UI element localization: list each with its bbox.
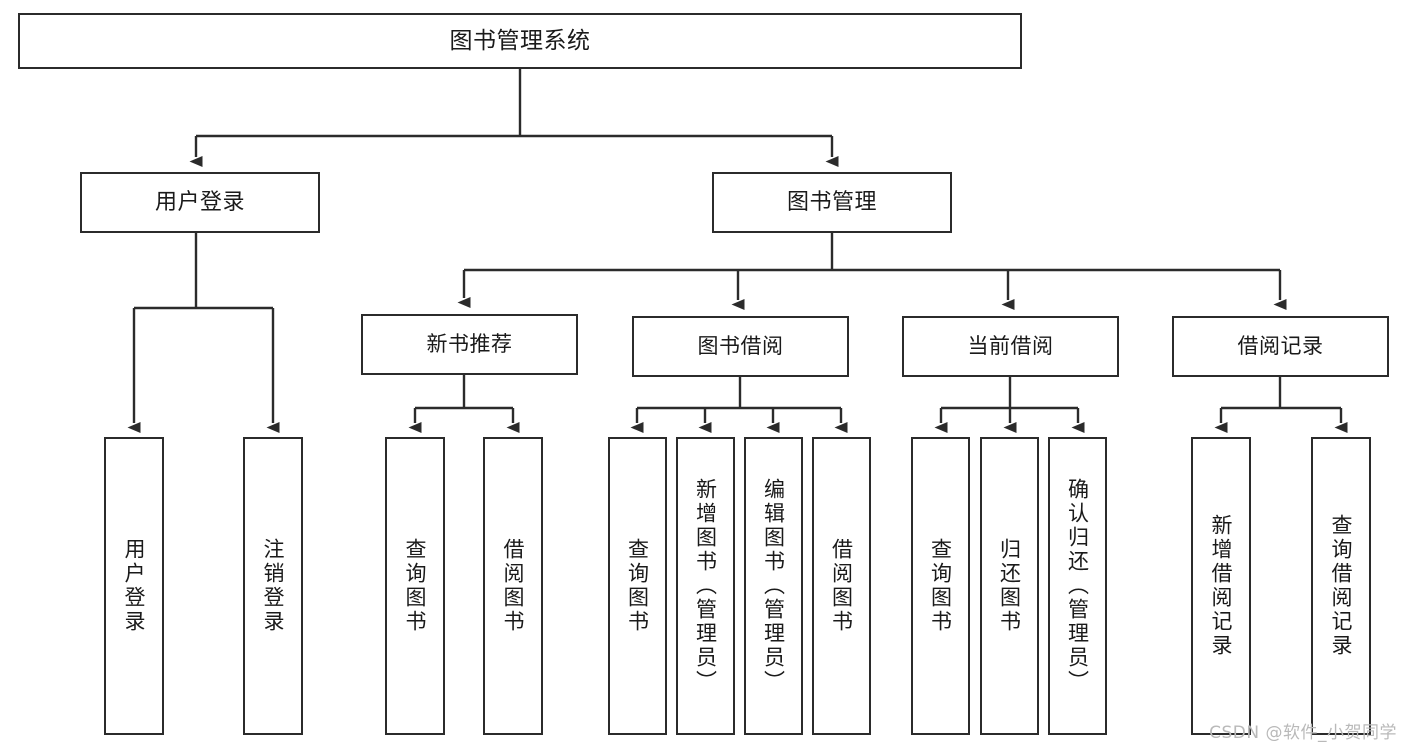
leaf-label: 查询图书: [625, 538, 650, 634]
leaf-current-query-book[interactable]: 查询图书: [911, 437, 970, 735]
leaf-label: 确认归还（管理员）: [1065, 478, 1090, 694]
node-new-book-recommend-label: 新书推荐: [426, 332, 513, 357]
leaf-label: 查询图书: [928, 538, 953, 634]
node-current-borrow[interactable]: 当前借阅: [902, 316, 1119, 377]
leaf-borrow-edit-book-admin[interactable]: 编辑图书（管理员）: [744, 437, 803, 735]
leaf-current-confirm-return-admin[interactable]: 确认归还（管理员）: [1048, 437, 1107, 735]
node-user-login-label: 用户登录: [154, 189, 245, 215]
leaf-user-login-logout[interactable]: 注销登录: [243, 437, 303, 735]
leaf-label: 编辑图书（管理员）: [761, 478, 786, 694]
node-user-login[interactable]: 用户登录: [80, 172, 320, 233]
leaf-label: 借阅图书: [829, 538, 854, 634]
leaf-label: 归还图书: [997, 538, 1022, 634]
leaf-new-book-query[interactable]: 查询图书: [385, 437, 445, 735]
leaf-user-login-login[interactable]: 用户登录: [104, 437, 164, 735]
leaf-borrow-borrow-book[interactable]: 借阅图书: [812, 437, 871, 735]
node-root[interactable]: 图书管理系统: [18, 13, 1022, 69]
leaf-records-add-record[interactable]: 新增借阅记录: [1191, 437, 1251, 735]
node-book-management-label: 图书管理: [786, 189, 877, 215]
node-root-label: 图书管理系统: [449, 27, 591, 54]
node-borrow-records[interactable]: 借阅记录: [1172, 316, 1389, 377]
leaf-label: 注销登录: [261, 538, 286, 634]
node-book-borrow-label: 图书借阅: [697, 334, 784, 359]
leaf-borrow-add-book-admin[interactable]: 新增图书（管理员）: [676, 437, 735, 735]
leaf-label: 借阅图书: [501, 538, 526, 634]
node-book-borrow[interactable]: 图书借阅: [632, 316, 849, 377]
leaf-current-return-book[interactable]: 归还图书: [980, 437, 1039, 735]
node-book-management[interactable]: 图书管理: [712, 172, 952, 233]
leaf-records-query-record[interactable]: 查询借阅记录: [1311, 437, 1371, 735]
leaf-borrow-query-book[interactable]: 查询图书: [608, 437, 667, 735]
leaf-new-book-borrow[interactable]: 借阅图书: [483, 437, 543, 735]
node-new-book-recommend[interactable]: 新书推荐: [361, 314, 578, 375]
leaf-label: 用户登录: [122, 538, 147, 634]
leaf-label: 查询借阅记录: [1329, 514, 1354, 658]
leaf-label: 新增借阅记录: [1209, 514, 1234, 658]
leaf-label: 新增图书（管理员）: [693, 478, 718, 694]
node-current-borrow-label: 当前借阅: [967, 334, 1054, 359]
node-borrow-records-label: 借阅记录: [1237, 334, 1324, 359]
leaf-label: 查询图书: [403, 538, 428, 634]
